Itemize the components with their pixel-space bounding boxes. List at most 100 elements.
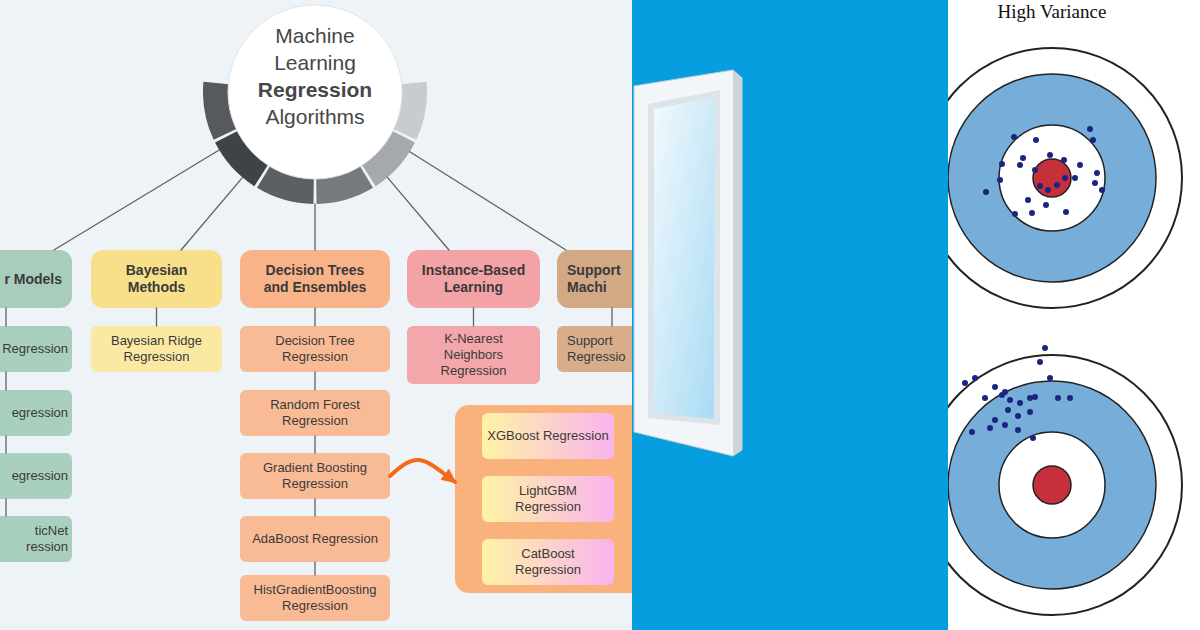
hit-dot: [1063, 209, 1069, 215]
hit-dot: [1047, 152, 1053, 158]
algorithm-box: Gradient Boosting Regression: [240, 453, 390, 499]
hit-dot: [1027, 395, 1033, 401]
connector-line: [387, 177, 449, 250]
hit-dot: [1062, 175, 1068, 181]
hub-disc: [228, 5, 402, 179]
hit-dot: [1054, 182, 1060, 188]
algorithm-box: K-Nearest Neighbors Regression: [407, 326, 540, 384]
node-text: Support Regressio: [567, 333, 629, 365]
hit-dot: [1025, 197, 1031, 203]
hit-dot: [1011, 134, 1017, 140]
hit-dot: [1045, 187, 1051, 193]
window-frame: [634, 70, 742, 456]
hit-dot: [997, 177, 1003, 183]
hit-dot: [1067, 395, 1073, 401]
hub-text-holder: Machine LearningRegressionAlgorithms: [245, 0, 385, 156]
connector-layer: [0, 0, 632, 630]
node-text: Decision Tree Regression: [250, 333, 380, 365]
hit-dot: [1072, 175, 1078, 181]
node-text: Regression: [2, 341, 68, 357]
hit-dot: [1033, 137, 1039, 143]
node-text: Support Machi: [567, 262, 632, 296]
algorithm-box: CatBoost Regression: [482, 539, 614, 585]
hit-dot: [1032, 394, 1038, 400]
hit-dot: [1090, 137, 1096, 143]
connector-line: [314, 562, 315, 575]
bullseye: [1033, 466, 1071, 504]
hit-dot: [999, 161, 1005, 167]
algorithm-box: Regression: [0, 326, 72, 372]
algorithm-box: LightGBM Regression: [482, 476, 614, 522]
connector-line: [5, 436, 6, 453]
target-ring: [948, 381, 1156, 589]
target-ring: [999, 125, 1105, 231]
algorithm-box: Random Forest Regression: [240, 390, 390, 436]
algorithm-box: Support Regressio: [557, 326, 632, 372]
category-box: Support Machi: [557, 250, 632, 308]
hit-dot: [1007, 397, 1013, 403]
node-text: r Models: [4, 271, 62, 288]
category-box: Bayesian Methods: [91, 250, 222, 308]
target-ring: [948, 355, 1182, 615]
connector-line: [611, 308, 612, 326]
algorithm-box: egression: [0, 390, 72, 436]
connector-line: [54, 150, 219, 250]
hit-dot: [962, 380, 968, 386]
hit-dot: [992, 384, 998, 390]
category-box: Decision Trees and Ensembles: [240, 250, 390, 308]
bullseye: [1033, 159, 1071, 197]
hit-dot: [1005, 407, 1011, 413]
hit-dot: [1020, 155, 1026, 161]
algorithm-box: Bayesian Ridge Regression: [91, 326, 222, 372]
connector-line: [314, 204, 315, 250]
connector-line: [314, 436, 315, 453]
hit-dot: [1030, 435, 1036, 441]
panel-heading: High Variance: [948, 1, 1156, 23]
hit-dot: [1055, 395, 1061, 401]
curved-arrow: [390, 460, 455, 482]
hit-dot: [1029, 210, 1035, 216]
hit-dot: [1042, 345, 1048, 351]
window-glass: [654, 97, 714, 419]
algorithm-box: XGBoost Regression: [482, 413, 614, 459]
node-text: Bayesian Methods: [103, 262, 210, 296]
node-text: Bayesian Ridge Regression: [99, 333, 214, 365]
node-text: CatBoost Regression: [498, 546, 598, 578]
hit-dot: [1027, 409, 1033, 415]
target-ring: [948, 48, 1182, 308]
hit-dot: [1047, 375, 1053, 381]
hit-dot: [1037, 183, 1043, 189]
hub-circle: Machine LearningRegressionAlgorithms: [203, 0, 427, 204]
hit-dot: [1087, 126, 1093, 132]
node-text: XGBoost Regression: [487, 428, 608, 444]
hub-title: Algorithms: [265, 103, 364, 130]
hit-dot: [983, 189, 989, 195]
target-ring: [948, 74, 1156, 282]
target-ring: [999, 432, 1105, 538]
node-text: ticNet ression: [0, 523, 68, 555]
hit-dot: [1032, 167, 1038, 173]
node-text: egression: [12, 468, 68, 484]
illustration: [632, 0, 1200, 630]
hit-dot: [1061, 157, 1067, 163]
diagram-panel: Machine LearningRegressionAlgorithmsr Mo…: [0, 0, 632, 630]
hit-dot: [987, 425, 993, 431]
algorithm-box: HistGradientBoosting Regression: [240, 575, 390, 621]
blue-panel: [632, 0, 948, 630]
connector-line: [5, 372, 6, 390]
category-box: Instance-Based Learning: [407, 250, 540, 308]
hub-title: Machine Learning: [245, 22, 385, 76]
hit-dot: [1092, 180, 1098, 186]
connector-line: [5, 308, 6, 326]
algorithm-box: ticNet ression: [0, 516, 72, 562]
hit-dot: [1012, 211, 1018, 217]
connector-line: [473, 308, 474, 326]
hit-dot: [1017, 400, 1023, 406]
hit-dot: [1094, 170, 1100, 176]
window-recess: [648, 90, 720, 425]
algorithm-box: Decision Tree Regression: [240, 326, 390, 372]
node-text: Decision Trees and Ensembles: [254, 262, 376, 296]
hit-dot: [1015, 427, 1021, 433]
algorithm-box: AdaBoost Regression: [240, 516, 390, 562]
category-box: r Models: [0, 250, 72, 308]
